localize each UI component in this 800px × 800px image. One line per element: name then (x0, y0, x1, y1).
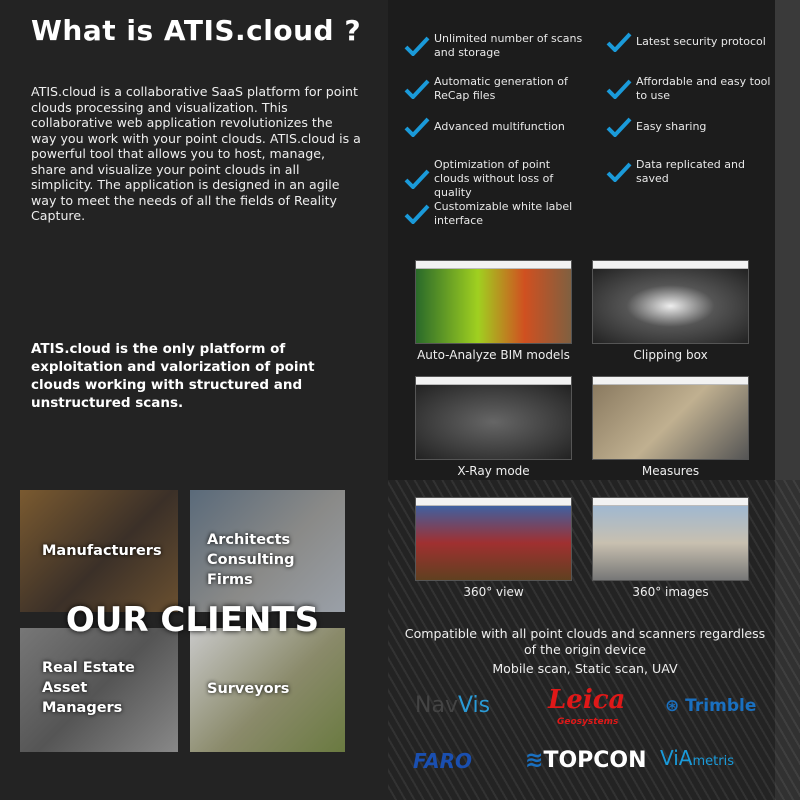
screenshot-caption: Auto-Analyze BIM models (417, 348, 570, 362)
screenshot-thumbnail (592, 376, 749, 460)
screenshot-caption: Measures (641, 464, 700, 478)
navvis-logo: NavVis (415, 693, 491, 718)
feature-item: Affordable and easy tool to use (606, 75, 771, 103)
client-label: Manufacturers (42, 543, 162, 559)
screenshot-thumbnail (415, 497, 572, 581)
feature-label: Affordable and easy tool to use (636, 75, 771, 102)
feature-label: Data replicated and saved (636, 158, 745, 185)
client-label: Real Estate Asset Managers (42, 660, 135, 716)
feature-item: Latest security protocol (606, 32, 771, 52)
feature-label: Easy sharing (636, 120, 707, 133)
feature-item: Optimization of point clouds without los… (404, 158, 589, 200)
trimble-logo: ⊛ Trimble (665, 696, 757, 716)
client-label: Architects Consulting Firms (207, 532, 295, 588)
client-tile-architects: Architects Consulting Firms (190, 490, 345, 612)
compatibility-text: Compatible with all point clouds and sca… (400, 626, 770, 677)
feature-label: Optimization of point clouds without los… (434, 158, 554, 199)
checkmark-icon (606, 162, 632, 182)
checkmark-icon (404, 117, 430, 137)
feature-label: Unlimited number of scans and storage (434, 32, 583, 59)
page-title: What is ATIS.cloud ? (31, 14, 362, 47)
feature-item: Automatic generation of ReCap files (404, 75, 589, 103)
screenshot-caption: 360° images (632, 585, 709, 599)
checkmark-icon (404, 36, 430, 56)
leica-logo: Leica (548, 685, 626, 715)
leica-geosystems-text: Geosystems (557, 717, 619, 727)
compat-line2: Mobile scan, Static scan, UAV (492, 661, 678, 676)
screenshot-caption: 360° view (463, 585, 524, 599)
screenshot-caption: Clipping box (633, 348, 708, 362)
checkmark-icon (606, 32, 632, 52)
client-label: Surveyors (207, 681, 290, 697)
screenshot-caption: X-Ray mode (457, 464, 530, 478)
screenshot-thumbnail (592, 260, 749, 344)
viametris-logo: ViAmetris (660, 746, 734, 770)
feature-label: Customizable white label interface (434, 200, 573, 227)
checkmark-icon (606, 79, 632, 99)
faro-logo: FARO (413, 749, 472, 773)
checkmark-icon (404, 169, 430, 189)
checkmark-icon (404, 204, 430, 224)
client-tile-surveyors: Surveyors (190, 628, 345, 752)
topcon-logo: ≋TOPCON (525, 748, 647, 773)
feature-item: Easy sharing (606, 117, 771, 137)
intro-text: ATIS.cloud is a collaborative SaaS platf… (31, 84, 361, 223)
feature-item: Customizable white label interface (404, 200, 589, 228)
checkmark-icon (606, 117, 632, 137)
feature-item: Advanced multifunction (404, 117, 589, 137)
compat-line1: Compatible with all point clouds and sca… (404, 626, 766, 657)
screenshot-thumbnail (415, 376, 572, 460)
feature-item: Data replicated and saved (606, 158, 771, 186)
feature-label: Latest security protocol (636, 35, 766, 48)
feature-label: Automatic generation of ReCap files (434, 75, 568, 102)
screenshot-thumbnail (592, 497, 749, 581)
feature-item: Unlimited number of scans and storage (404, 32, 589, 60)
clients-heading: OUR CLIENTS (65, 600, 320, 640)
client-tile-real-estate: Real Estate Asset Managers (20, 628, 178, 752)
feature-label: Advanced multifunction (434, 120, 565, 133)
screenshot-thumbnail (415, 260, 572, 344)
client-tile-manufacturers: Manufacturers (20, 490, 178, 612)
highlight-text: ATIS.cloud is the only platform of explo… (31, 341, 315, 411)
checkmark-icon (404, 79, 430, 99)
